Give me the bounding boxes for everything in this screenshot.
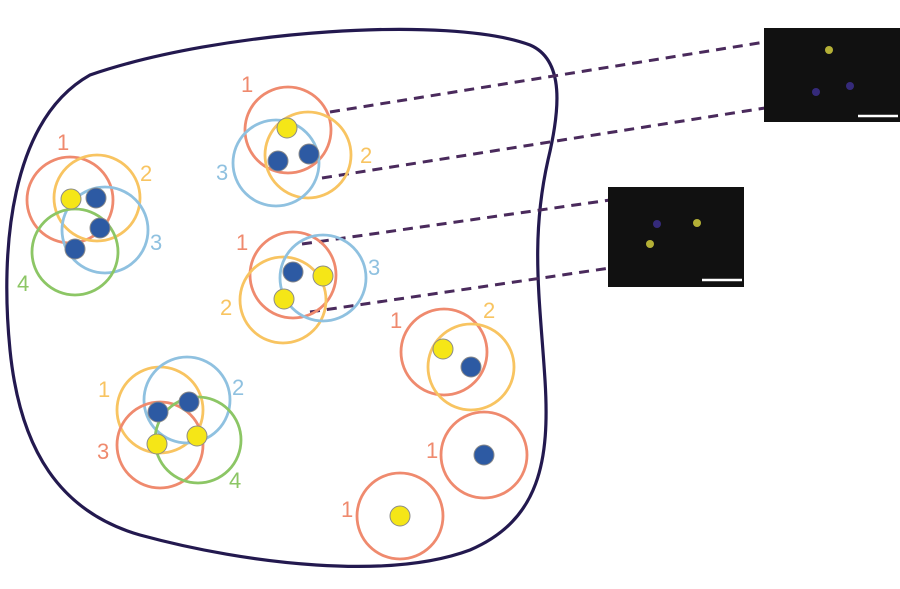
label-3: 3	[150, 230, 162, 255]
blue-dot	[473, 444, 495, 466]
label-2: 2	[220, 295, 232, 320]
fluorescent-spot-blue	[846, 82, 854, 90]
ring-3	[278, 233, 368, 323]
middle-inset-micrograph	[608, 187, 744, 287]
cluster-1	[25, 153, 150, 297]
label-2: 2	[483, 298, 495, 323]
blue-dot	[298, 143, 320, 165]
blue-dot	[267, 150, 289, 172]
blue-dot	[282, 261, 304, 283]
label-1: 1	[57, 130, 69, 155]
label-2: 2	[360, 143, 372, 168]
label-4: 4	[229, 468, 241, 493]
region-outline	[5, 27, 559, 568]
blue-dot	[460, 356, 482, 378]
yellow-dot	[146, 433, 168, 455]
blue-dot	[85, 187, 107, 209]
label-3: 3	[368, 255, 380, 280]
label-1: 3	[97, 439, 109, 464]
fluorescent-spot-yellow	[825, 46, 833, 54]
cluster-5-dots	[432, 338, 482, 378]
ring-2	[238, 255, 328, 345]
fluorescent-spot-blue	[653, 220, 661, 228]
cluster-1-dots	[60, 187, 111, 260]
label-3: 3	[216, 160, 228, 185]
ring-2	[52, 153, 142, 243]
blue-dot	[89, 217, 111, 239]
blue-dot	[178, 391, 200, 413]
yellow-dot	[186, 425, 208, 447]
ring-2	[263, 110, 353, 200]
label-1: 1	[341, 497, 353, 522]
ring-3	[60, 185, 150, 275]
ring-4	[30, 207, 120, 297]
cluster-3-dots	[273, 261, 334, 310]
connector-line	[321, 106, 766, 180]
cluster-2-dots	[267, 117, 320, 172]
label-3: 2	[232, 375, 244, 400]
connector-line	[301, 198, 611, 246]
connector-lines	[301, 40, 766, 314]
cluster-4-dots	[146, 391, 208, 455]
ring-3	[142, 355, 232, 445]
cluster-2	[231, 85, 353, 208]
ring-1	[248, 230, 338, 320]
ring-1	[355, 471, 445, 561]
yellow-dot	[312, 265, 334, 287]
yellow-dot	[276, 117, 298, 139]
label-1: 1	[241, 72, 253, 97]
label-4: 4	[17, 271, 29, 296]
yellow-dot	[60, 188, 82, 210]
cluster-5	[399, 307, 516, 412]
blue-dot	[64, 238, 86, 260]
label-1: 1	[426, 438, 438, 463]
top-inset-micrograph	[764, 28, 900, 122]
label-1: 1	[390, 308, 402, 333]
ring-2	[426, 322, 516, 412]
fluorescent-spot-blue	[812, 88, 820, 96]
label-2: 1	[98, 377, 110, 402]
ring-1	[439, 410, 529, 500]
ring-3	[231, 118, 321, 208]
ring-1	[243, 85, 333, 175]
cluster-4	[115, 355, 243, 490]
label-1: 1	[236, 230, 248, 255]
fluorescent-spot-yellow	[646, 240, 654, 248]
yellow-dot	[432, 338, 454, 360]
cluster-3	[238, 230, 368, 345]
yellow-dot	[389, 505, 411, 527]
connector-line	[329, 40, 766, 114]
yellow-dot	[273, 288, 295, 310]
ring-1	[399, 307, 489, 397]
cluster-7	[355, 471, 445, 561]
fluorescent-spot-yellow	[693, 219, 701, 227]
cluster-6	[439, 410, 529, 500]
label-2: 2	[140, 161, 152, 186]
blue-dot	[147, 401, 169, 423]
